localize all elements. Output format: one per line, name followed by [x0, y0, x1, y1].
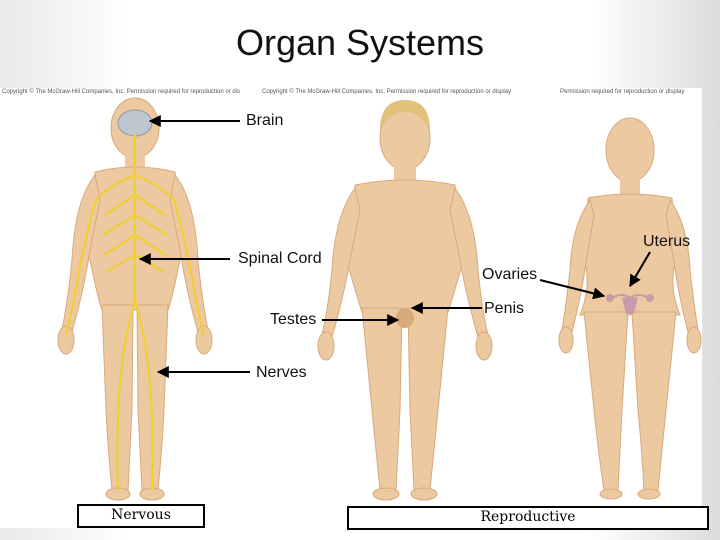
- copyright-notice-2: Copyright © The McGraw-Hill Companies, I…: [262, 89, 512, 95]
- nervous-figure: [57, 97, 213, 501]
- label-nerves: Nerves: [256, 364, 307, 381]
- female-figure: [558, 117, 702, 500]
- caption-reproductive: Reproductive: [347, 506, 709, 530]
- label-penis: Penis: [484, 300, 525, 317]
- male-figure: [317, 100, 493, 501]
- label-testes: Testes: [270, 311, 317, 328]
- label-brain: Brain: [246, 112, 284, 129]
- copyright-notice-3: Permission required for reproduction or …: [560, 89, 685, 95]
- label-arrows: [138, 115, 651, 378]
- slide-title: Organ Systems: [235, 22, 485, 63]
- label-ovaries: Ovaries: [482, 266, 538, 283]
- label-uterus: Uterus: [643, 233, 691, 250]
- caption-nervous: Nervous: [77, 504, 205, 528]
- copyright-notice-1: Copyright © The McGraw-Hill Companies, I…: [2, 89, 241, 95]
- label-spinal-cord: Spinal Cord: [238, 250, 322, 267]
